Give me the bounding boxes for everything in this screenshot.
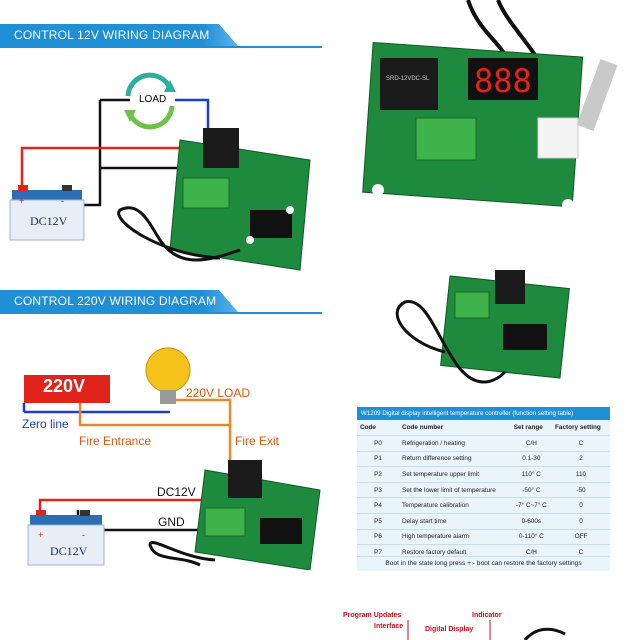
battery-220v-icon [27, 510, 105, 566]
dc12v-wire-label: DC12V [157, 485, 196, 499]
voltage-label: 220V [43, 376, 86, 396]
wire-fire-exit [170, 398, 232, 425]
sensor-cable-220v [148, 541, 216, 567]
battery-label-220v: DC12V [50, 544, 88, 558]
battery-minus: - [61, 196, 64, 206]
digital-display-label: Digital Display [425, 626, 474, 633]
fire-entrance-label: Fire Entrance [79, 434, 152, 448]
header-code: Code [357, 420, 399, 436]
product-photo-top: SRD-12VDC-SL 888 [362, 0, 618, 211]
zero-line-label: Zero line [22, 417, 69, 431]
banner-12v-title: CONTROL 12V WIRING DIAGRAM [0, 24, 238, 46]
product-photo-middle [395, 270, 570, 384]
banner-12v-underline [0, 46, 322, 48]
load-icon [124, 72, 176, 130]
load-label: LOAD [137, 94, 169, 105]
gnd-label: GND [158, 515, 185, 529]
program-updates-label: Program Updates [343, 612, 402, 619]
function-setting-table: Code Code number Set range Factory setti… [357, 420, 610, 561]
voltage-box [24, 375, 110, 403]
load-220v-label: 220V LOAD [186, 386, 251, 400]
function-table-footer: Boot in the state long press + - boot ca… [357, 556, 610, 571]
header-factory-setting: Factory setting [551, 420, 610, 436]
wire-fire-entrance [78, 403, 232, 490]
wiring-12v-diagram [9, 72, 311, 289]
indicator-label: Indicator [472, 612, 502, 619]
banner-220v-underline [0, 312, 322, 314]
battery2-plus: + [38, 530, 44, 540]
wire-red-dc12v [38, 498, 215, 510]
wiring-220v-diagram [22, 347, 321, 570]
interface-label: Interface [374, 623, 404, 630]
header-code-number: Code number [399, 420, 511, 436]
bottom-callout-lines [407, 620, 566, 640]
display-digits-top: 888 [474, 62, 532, 100]
battery-label-12v: DC12V [30, 214, 68, 228]
battery2-minus: - [82, 530, 85, 540]
sensor-cable-12v [117, 206, 241, 262]
battery-plus: + [19, 196, 25, 206]
relay-text: SRD-12VDC-SL [386, 76, 430, 82]
battery-12v-icon [9, 185, 85, 241]
header-set-range: Set range [510, 420, 552, 436]
pcb-board-12v [169, 128, 311, 289]
pcb-board-220v [194, 460, 321, 570]
banner-220v-title: CONTROL 220V WIRING DIAGRAM [0, 290, 238, 312]
fire-exit-label: Fire Exit [235, 434, 280, 448]
function-table-title: W1209 Digital display intelligent temper… [357, 407, 610, 420]
lightbulb-icon [145, 347, 191, 404]
table-header-row: Code Code number Set range Factory setti… [357, 420, 610, 436]
